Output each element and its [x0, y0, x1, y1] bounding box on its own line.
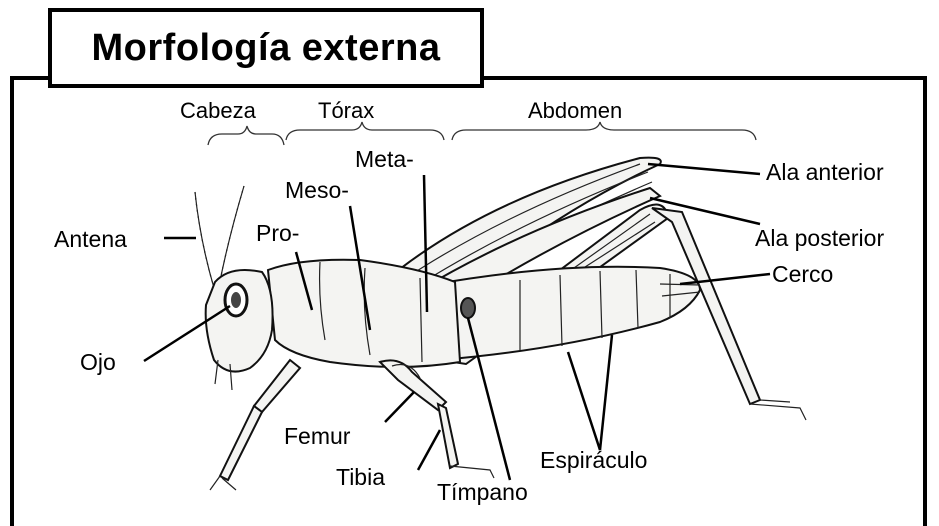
forewing-leader — [648, 164, 760, 174]
page-title: Morfología externa — [92, 27, 441, 70]
title-box: Morfología externa — [48, 8, 484, 88]
spiracle-leader-1 — [568, 352, 600, 450]
label-hindwing: Ala posterior — [755, 225, 884, 251]
label-meta: Meta- — [355, 146, 414, 172]
label-tympanum: Tímpano — [437, 479, 528, 505]
label-antenna: Antena — [54, 226, 127, 252]
tympanum-icon — [461, 298, 475, 318]
section-label-thorax: Tórax — [318, 98, 374, 123]
head-brace — [208, 126, 284, 145]
thorax-brace — [286, 122, 444, 140]
section-label-abdomen: Abdomen — [528, 98, 622, 123]
femur-leader — [385, 392, 414, 422]
spiracle-leader-2 — [600, 335, 612, 450]
label-tibia: Tibia — [336, 464, 385, 490]
label-meso: Meso- — [285, 177, 349, 203]
label-eye: Ojo — [80, 349, 116, 375]
label-pro: Pro- — [256, 220, 299, 246]
label-forewing: Ala anterior — [766, 159, 884, 185]
section-label-head: Cabeza — [180, 98, 257, 123]
label-cercus: Cerco — [772, 261, 833, 287]
abdomen-brace — [452, 122, 756, 140]
tibia-leader — [418, 430, 440, 470]
label-spiracle: Espiráculo — [540, 447, 647, 473]
label-femur: Femur — [284, 423, 351, 449]
